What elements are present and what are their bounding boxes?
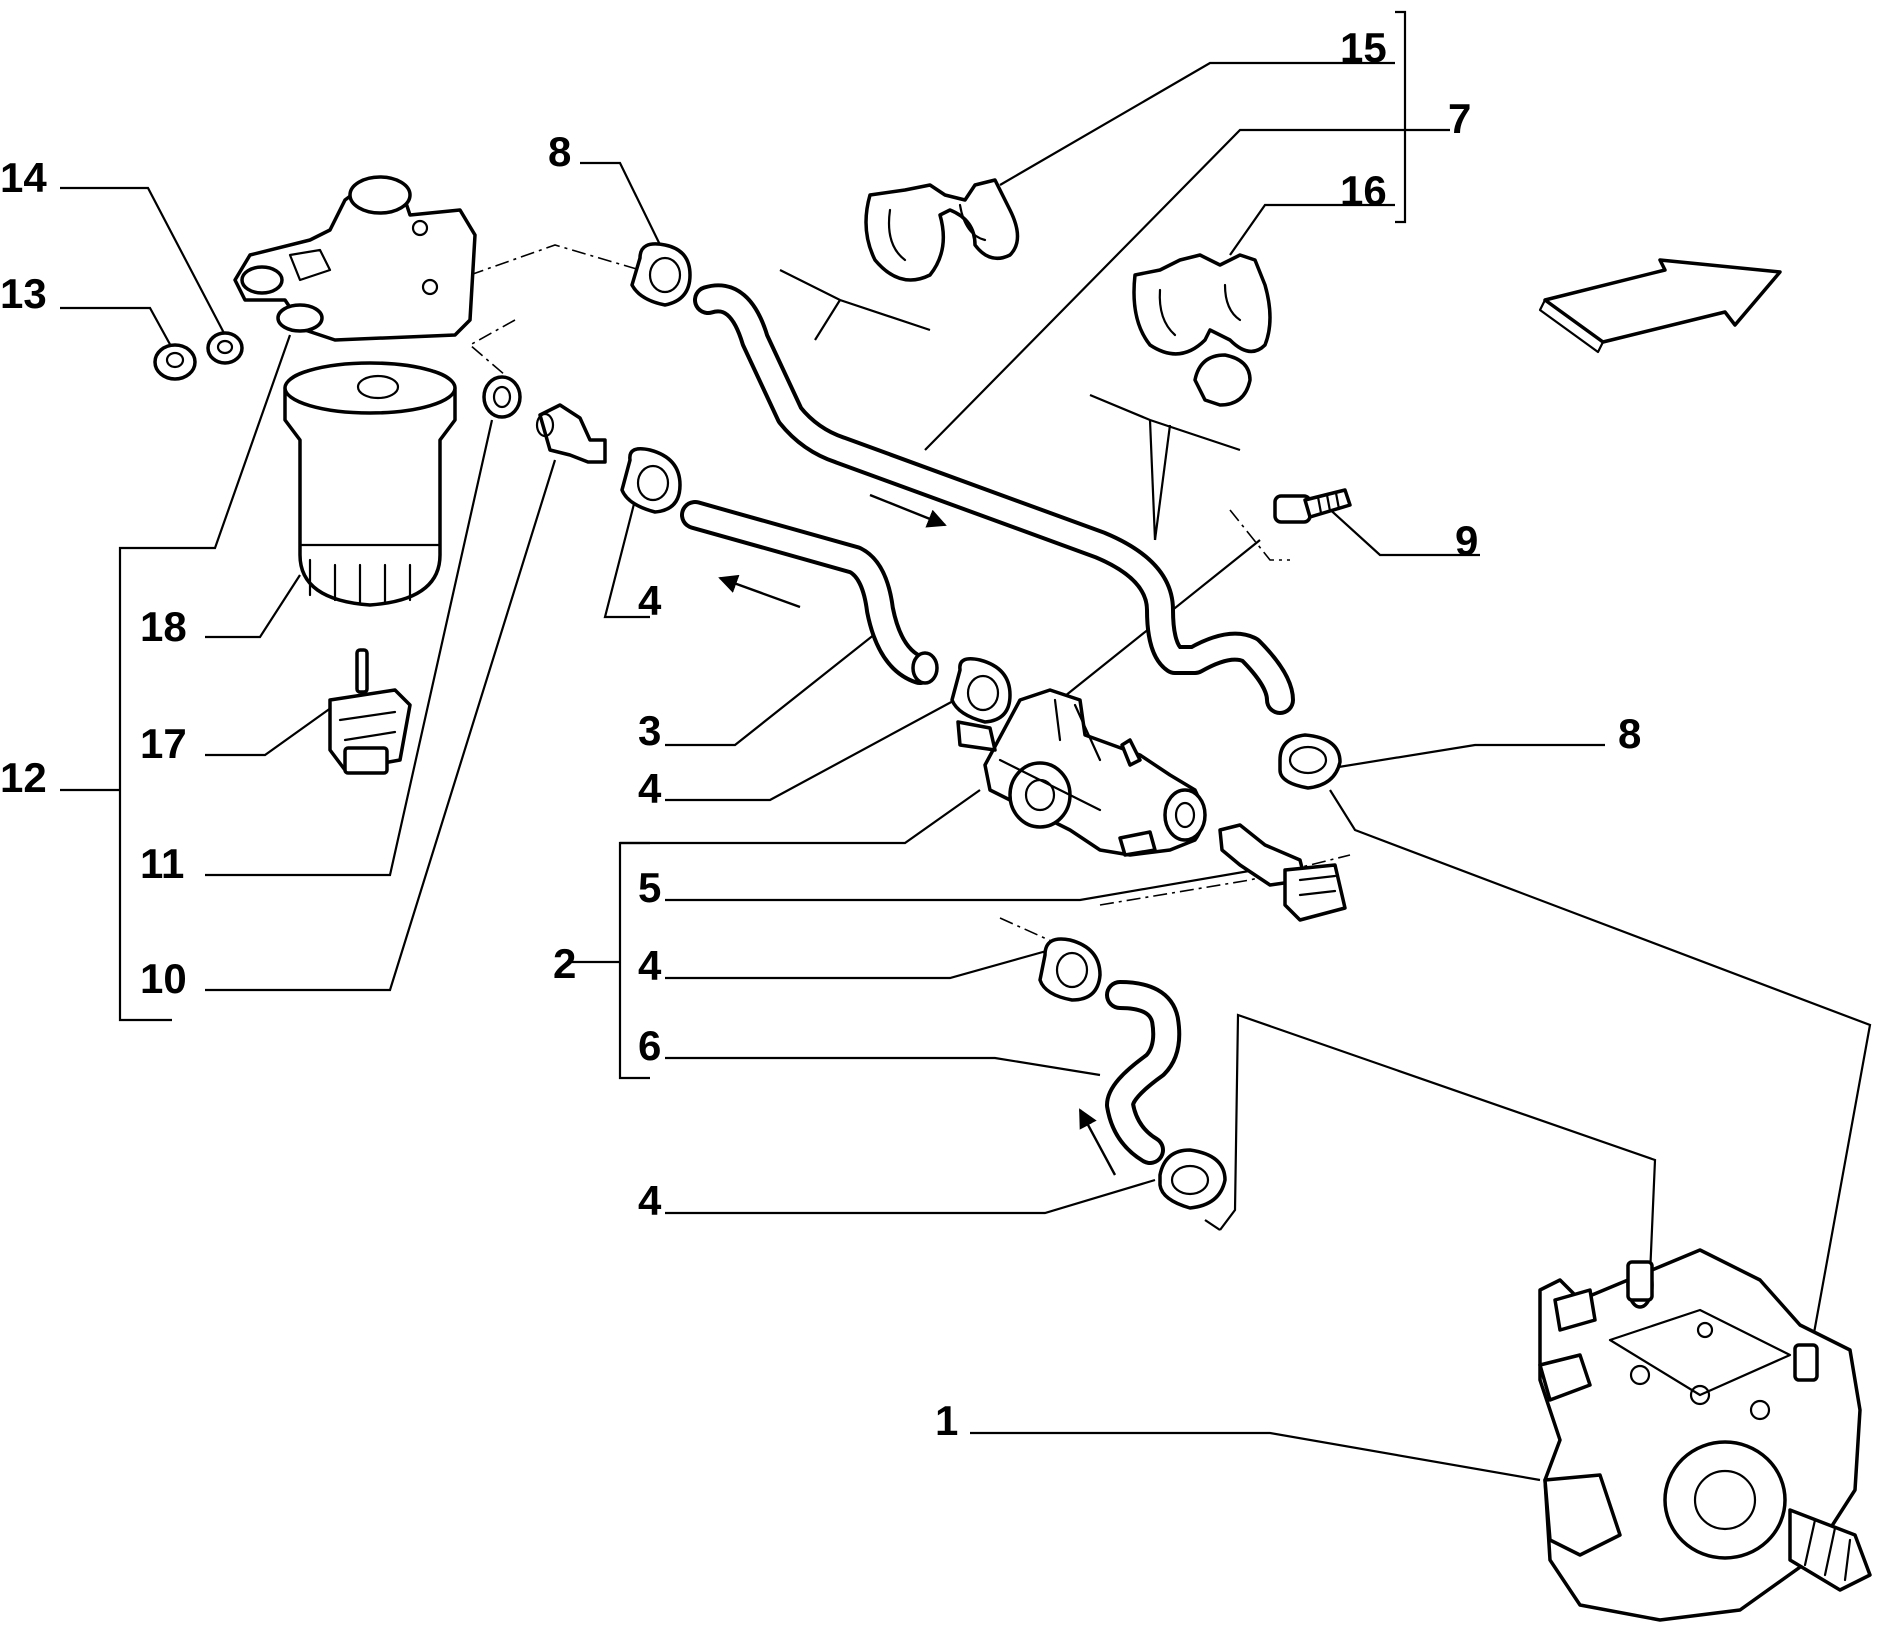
temperature-sensor-5 (1218, 823, 1347, 922)
callout-4-a: 4 (638, 577, 662, 624)
callout-11: 11 (140, 840, 184, 887)
callout-4-d: 4 (638, 1177, 662, 1224)
callout-6: 6 (638, 1022, 661, 1069)
callout-8-lower: 8 (1618, 710, 1641, 757)
hose-clip-15 (864, 178, 1020, 282)
thermostat-body-2 (956, 688, 1207, 857)
injection-pump-1 (1538, 1248, 1872, 1622)
hose-clamp-4-d (1158, 1148, 1227, 1210)
screw-9 (1273, 488, 1352, 524)
callout-17: 17 (140, 720, 187, 767)
callout-5: 5 (638, 864, 661, 911)
callout-1: 1 (935, 1397, 958, 1444)
union-fitting-10 (535, 403, 607, 464)
callout-12: 12 (0, 754, 47, 801)
callout-2: 2 (553, 940, 576, 987)
hose-7 (693, 283, 1295, 715)
callout-14: 14 (0, 154, 47, 201)
callout-3: 3 (638, 707, 661, 754)
water-sensor-17 (328, 648, 412, 775)
nut-13 (153, 343, 197, 381)
callout-16: 16 (1340, 167, 1387, 214)
washer-14 (206, 331, 244, 365)
callout-8-upper: 8 (548, 128, 571, 175)
callout-4-c: 4 (638, 942, 662, 989)
callout-18: 18 (140, 603, 187, 650)
callout-13: 13 (0, 270, 47, 317)
hose-clamp-8-upper (630, 242, 692, 307)
hose-clamp-4-c (1038, 937, 1102, 1002)
flow-arrow-icon (718, 493, 1117, 1176)
callout-4-b: 4 (638, 765, 662, 812)
seal-ring-11 (482, 375, 522, 419)
hose-clamp-8-lower (1278, 733, 1342, 790)
hose-clamp-4-a (620, 447, 682, 514)
callout-9: 9 (1455, 517, 1478, 564)
filter-cartridge-18 (283, 361, 457, 607)
hose-3 (680, 500, 939, 685)
hose-clamp-4-b (950, 657, 1012, 724)
leader-lines (60, 10, 1872, 1482)
hose-6 (1105, 980, 1182, 1165)
callout-15: 15 (1340, 24, 1387, 71)
hose-clip-16 (1132, 253, 1272, 407)
callout-10: 10 (140, 955, 187, 1002)
direction-arrow-icon (1538, 258, 1782, 354)
callout-labels: 15 7 16 8 14 13 9 4 18 17 3 8 12 4 11 5 … (0, 24, 1641, 1444)
callout-7: 7 (1448, 95, 1471, 142)
fuel-filter-head-12 (233, 175, 477, 342)
